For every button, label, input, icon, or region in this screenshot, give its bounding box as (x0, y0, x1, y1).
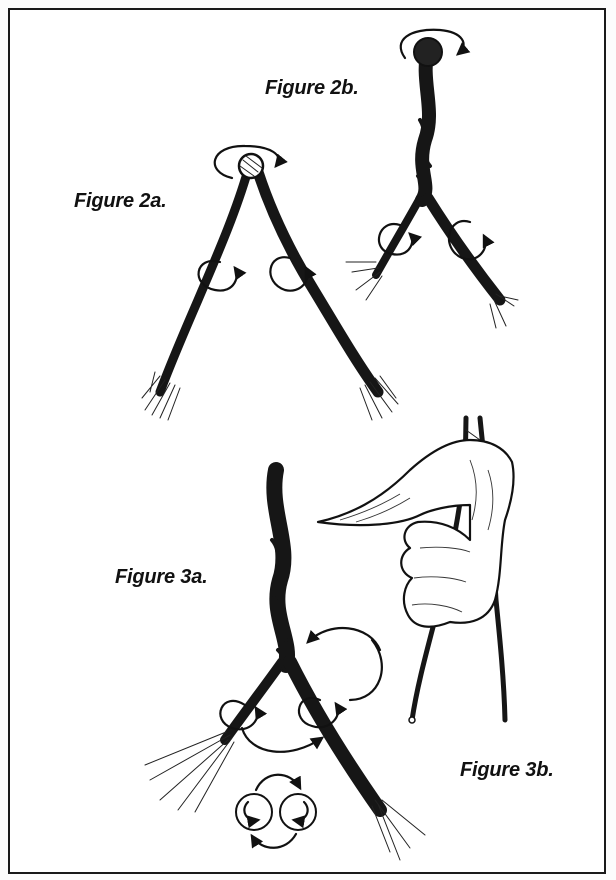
figure-2b-caption: Figure 2b. (265, 77, 359, 100)
figure-2a-drawing (142, 146, 398, 420)
rotation-circles-icon (236, 775, 316, 848)
figure-2b-drawing (346, 30, 518, 328)
figure-2a-caption: Figure 2a. (74, 190, 166, 213)
figure-3a-drawing (145, 470, 425, 860)
hand-icon (318, 440, 514, 627)
figure-3b-drawing (318, 418, 514, 723)
figure-3a-caption: Figure 3a. (115, 566, 207, 589)
figure-3b-caption: Figure 3b. (460, 759, 554, 782)
